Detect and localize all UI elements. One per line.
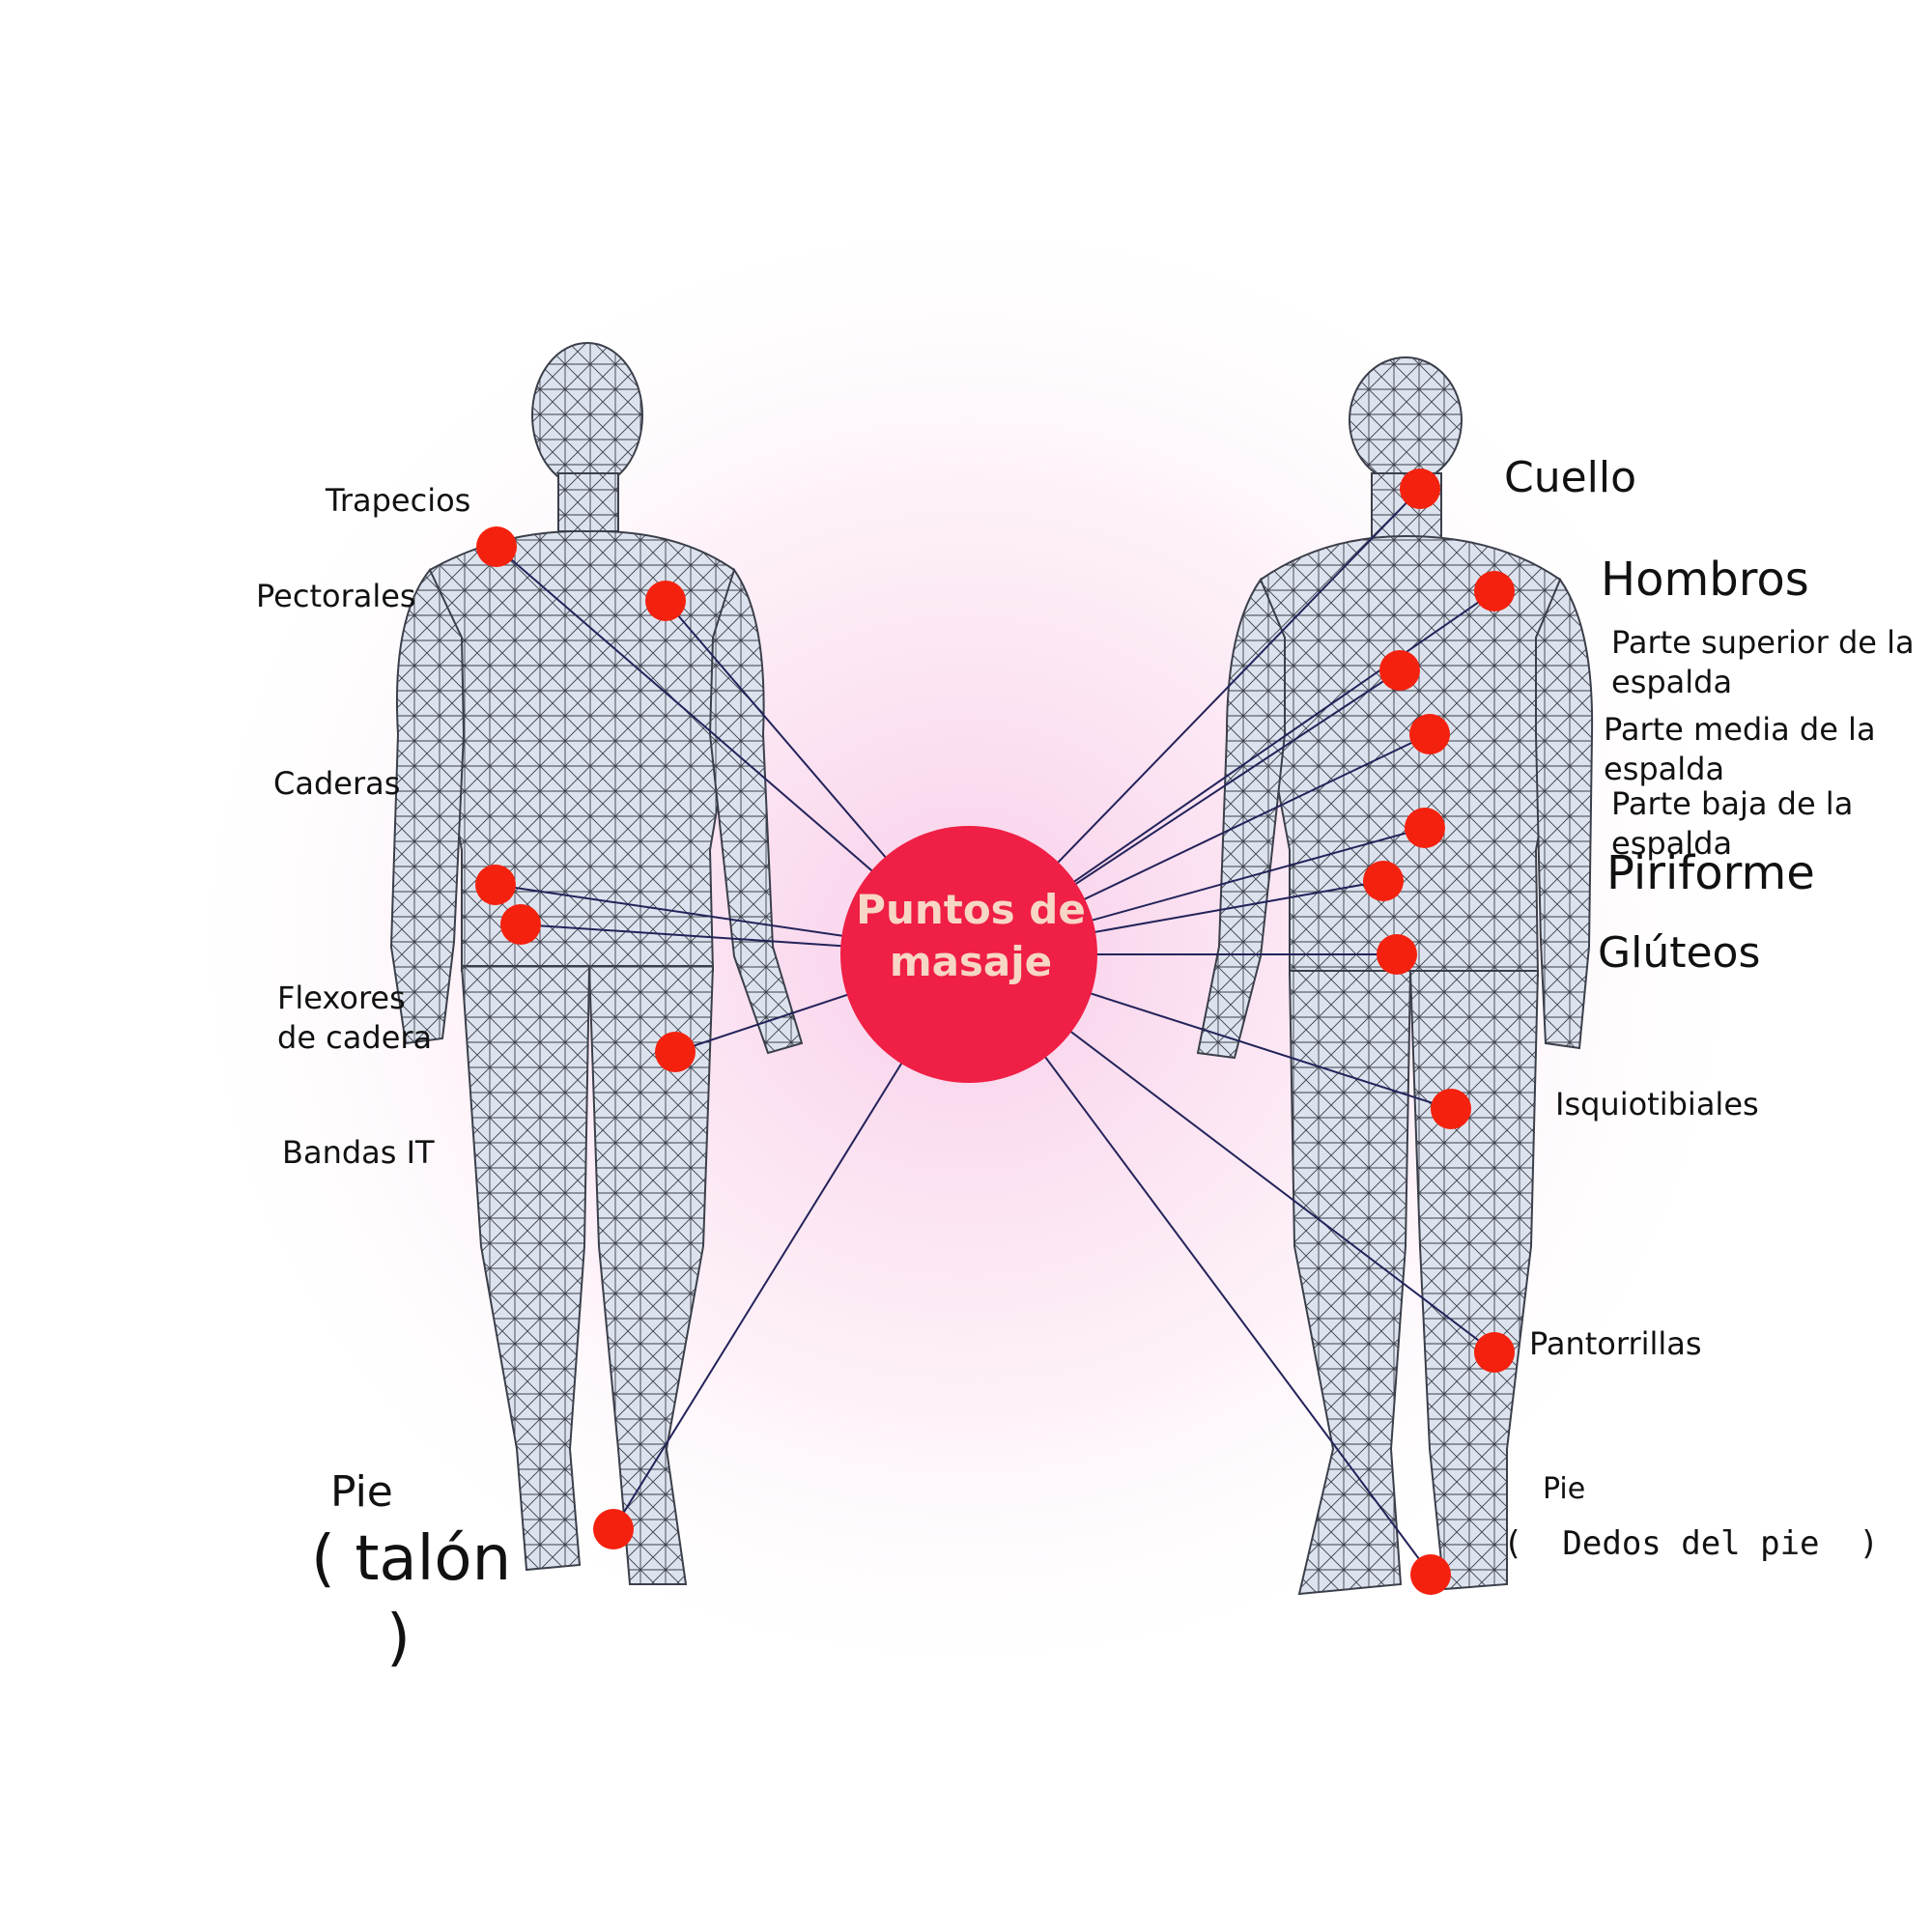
front-neck <box>557 472 619 532</box>
point-pantorrillas <box>1474 1332 1515 1373</box>
front-right-leg <box>587 965 715 1585</box>
center-title-line1: Puntos de <box>856 886 1086 933</box>
center-circle <box>840 826 1097 1083</box>
label-gluteos: Glúteos <box>1598 928 1761 978</box>
point-espalda-media <box>1409 714 1450 754</box>
label-flexores-line2: de cadera <box>277 1019 433 1056</box>
front-torso <box>428 529 738 972</box>
label-cuello: Cuello <box>1504 453 1637 502</box>
point-espalda-baja <box>1405 808 1445 848</box>
label-bandas-it: Bandas IT <box>282 1134 435 1171</box>
point-bandas-it <box>655 1032 696 1072</box>
front-right-arm <box>708 567 804 1055</box>
label-talon-line2: ) <box>386 1603 411 1674</box>
label-espalda-superior-line1: Parte superior de la <box>1611 624 1915 661</box>
point-caderas-2 <box>500 904 541 945</box>
front-head <box>531 342 643 489</box>
point-isquiotibiales <box>1431 1089 1471 1129</box>
point-dedos-del-pie <box>1410 1554 1451 1595</box>
point-talon <box>593 1509 634 1549</box>
point-caderas-1 <box>475 865 516 905</box>
back-body-figure <box>1196 356 1594 1596</box>
label-pie-front: Pie <box>330 1467 393 1517</box>
point-gluteos <box>1377 934 1417 975</box>
label-flexores-line1: Flexores <box>277 980 406 1016</box>
label-espalda-baja-line1: Parte baja de la <box>1611 785 1854 822</box>
label-isquiotibiales: Isquiotibiales <box>1555 1086 1759 1122</box>
point-piriforme <box>1363 861 1404 901</box>
front-body-figure <box>389 342 804 1585</box>
back-left-arm <box>1196 577 1286 1060</box>
label-pectorales: Pectorales <box>256 578 416 614</box>
point-trapecios <box>476 526 517 567</box>
label-espalda-media-line2: espalda <box>1604 751 1725 787</box>
label-talon-line1: ( talón <box>311 1523 512 1595</box>
label-trapecios: Trapecios <box>326 482 471 519</box>
point-hombros <box>1474 571 1515 611</box>
back-torso <box>1260 534 1567 977</box>
label-pantorrillas: Pantorrillas <box>1529 1325 1702 1362</box>
connector-dedos-del-pie <box>968 953 1432 1576</box>
front-left-arm <box>389 568 466 1045</box>
label-dedos-del-pie: ( Dedos del pie ) <box>1503 1524 1879 1563</box>
back-right-arm <box>1535 577 1594 1050</box>
center-title-line2: masaje <box>889 938 1053 985</box>
label-pie-back: Pie <box>1543 1472 1586 1506</box>
point-cuello <box>1400 469 1440 509</box>
label-caderas: Caderas <box>273 765 401 802</box>
label-hombros: Hombros <box>1601 553 1809 607</box>
center-title: Puntos de masaje <box>840 884 1101 988</box>
front-left-leg <box>460 965 591 1572</box>
back-head <box>1349 356 1463 484</box>
label-piriforme: Piriforme <box>1606 846 1815 900</box>
massage-points <box>475 469 1515 1595</box>
back-left-leg <box>1288 970 1412 1596</box>
point-espalda-superior <box>1379 650 1420 691</box>
label-espalda-baja-line2: espalda <box>1611 825 1733 862</box>
label-espalda-media-line1: Parte media de la <box>1604 711 1876 748</box>
label-espalda-superior-line2: espalda <box>1611 664 1733 700</box>
point-pectorales <box>645 581 686 621</box>
